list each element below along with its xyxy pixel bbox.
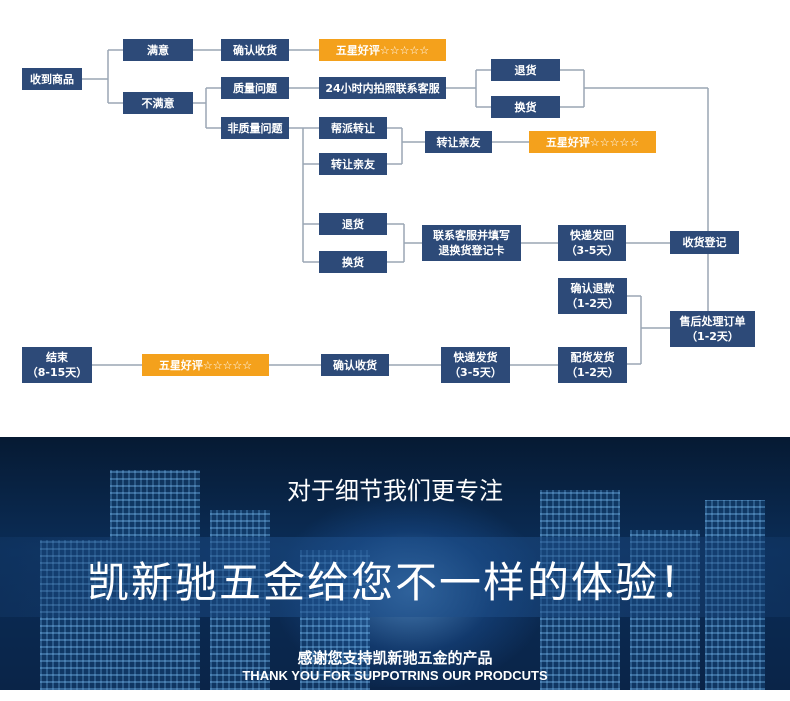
headline-band <box>0 537 790 617</box>
node-aftersale: 售后处理订单 （1-2天） <box>670 311 755 347</box>
node-express-return: 快递发回 （3-5天） <box>558 225 626 261</box>
brand-banner: 对于细节我们更专注 凯新驰五金给您不一样的体验！ 感谢您支持凯新驰五金的产品 T… <box>0 437 790 690</box>
node-five-star-top: 五星好评☆☆☆☆☆ <box>319 39 446 61</box>
node-confirm-receipt-top: 确认收货 <box>221 39 289 61</box>
flowchart-connectors <box>82 49 709 366</box>
node-return-mid: 退货 <box>319 213 387 235</box>
after-sales-flowchart: 收到商品 满意 确认收货 五星好评☆☆☆☆☆ 不满意 质量问题 24小时内拍照联… <box>22 39 755 383</box>
node-confirm-receipt-bottom: 确认收货 <box>321 354 389 376</box>
node-end: 结束 （8-15天） <box>22 347 92 383</box>
node-five-star-mid: 五星好评☆☆☆☆☆ <box>529 131 656 153</box>
node-photo-contact: 24小时内拍照联系客服 <box>319 77 446 99</box>
node-contact-fill-card: 联系客服并填写 退换货登记卡 <box>422 225 521 261</box>
node-confirm-refund: 确认退款 （1-2天） <box>558 278 627 314</box>
node-received: 收到商品 <box>22 68 82 90</box>
node-transfer-friend: 转让亲友 <box>319 153 387 175</box>
node-quality-issue: 质量问题 <box>221 77 289 99</box>
node-satisfied: 满意 <box>123 39 193 61</box>
node-transfer-friend-mid: 转让亲友 <box>425 131 492 153</box>
banner-tagline: 对于细节我们更专注 <box>287 477 503 505</box>
thanks-english: THANK YOU FOR SUPPOTRINS OUR PRODCUTS <box>242 668 548 683</box>
node-help-transfer: 帮派转让 <box>319 117 387 139</box>
node-unsatisfied: 不满意 <box>123 92 193 114</box>
banner-headline: 凯新驰五金给您不一样的体验！ <box>86 558 703 607</box>
thanks-chinese: 感谢您支持凯新驰五金的产品 <box>297 649 493 667</box>
node-exchange-mid: 换货 <box>319 251 387 273</box>
node-five-star-bottom: 五星好评☆☆☆☆☆ <box>142 354 269 376</box>
node-express-ship: 快递发货 （3-5天） <box>441 347 510 383</box>
node-non-quality-issue: 非质量问题 <box>221 117 289 139</box>
node-receipt-register: 收货登记 <box>670 231 739 254</box>
node-exchange-top: 换货 <box>491 96 560 118</box>
node-deliver-ship: 配货发货 （1-2天） <box>558 347 627 383</box>
node-return-top: 退货 <box>491 59 560 81</box>
